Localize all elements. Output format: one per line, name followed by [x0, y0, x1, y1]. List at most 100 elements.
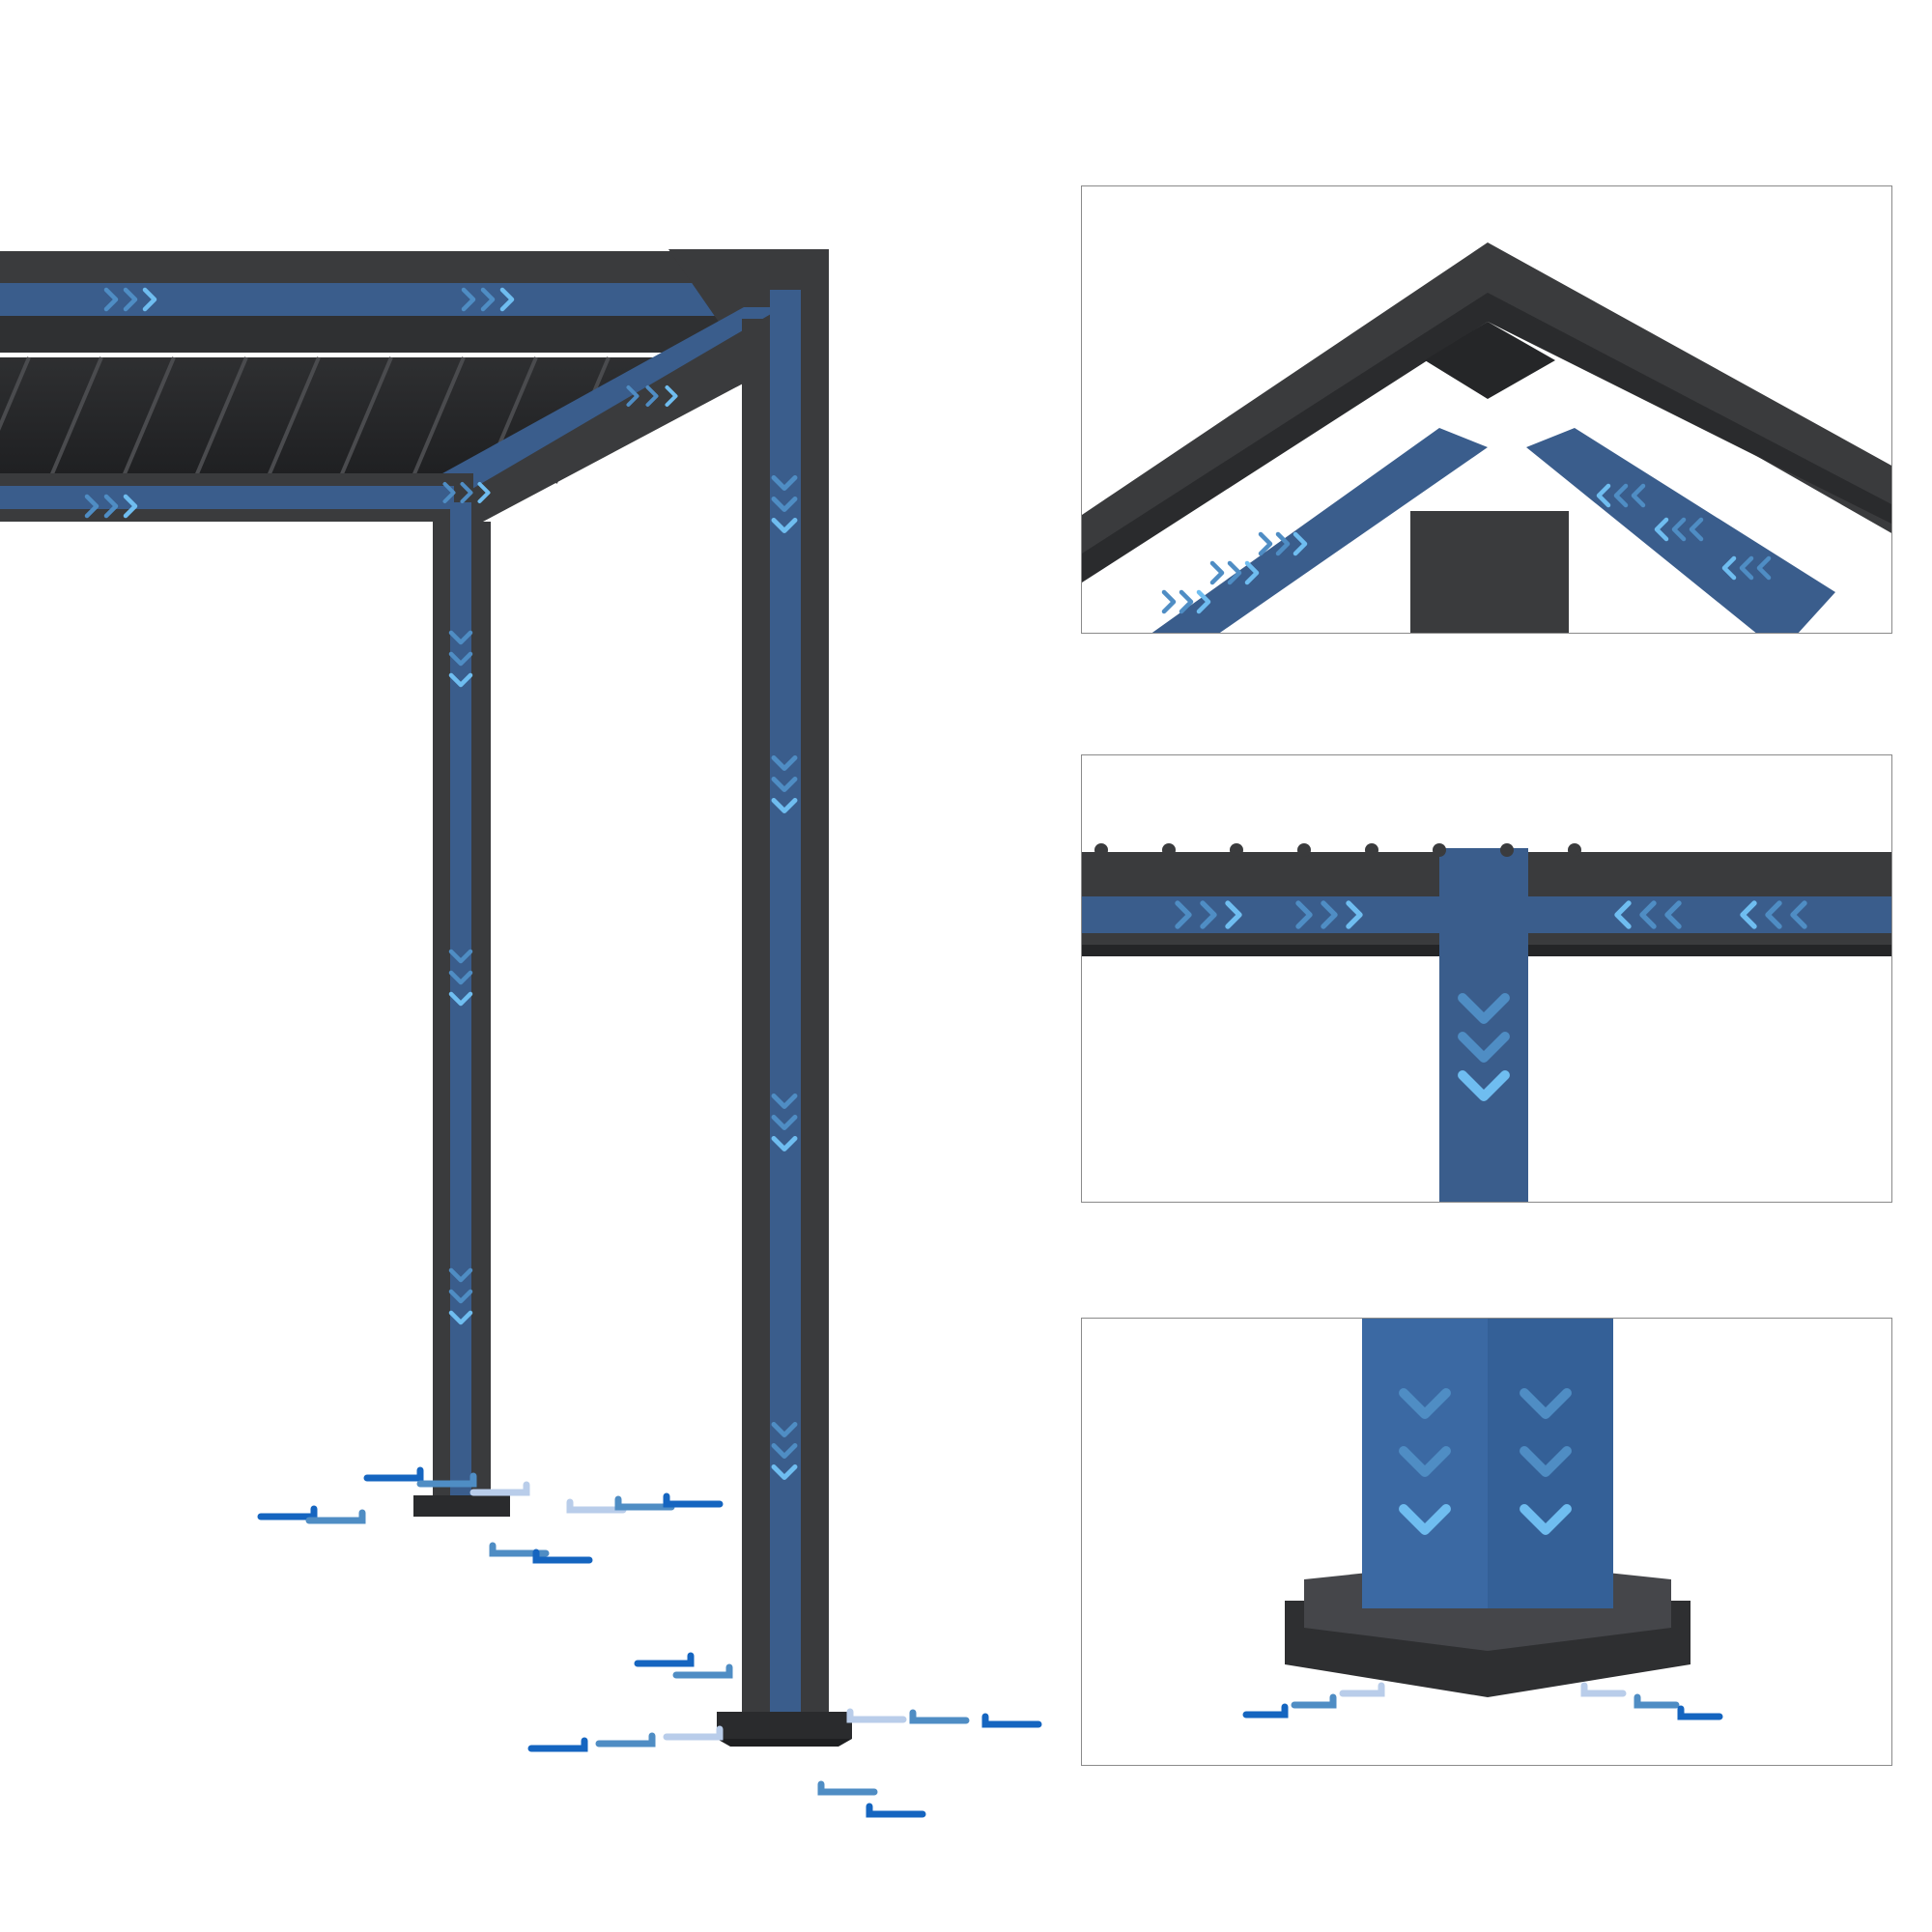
chevron-right-icon	[1161, 589, 1177, 614]
chevron-right-icon	[84, 494, 99, 519]
chevron-right-icon	[1275, 531, 1291, 556]
drain-outflow-icon	[866, 1803, 926, 1818]
chevron-left-icon	[1654, 517, 1669, 542]
chevron-down-icon	[771, 798, 798, 813]
chevron-right-icon	[123, 287, 138, 312]
chevron-right-icon	[442, 481, 456, 504]
chevron-right-icon	[103, 494, 119, 519]
flow-arrows-post	[1399, 1388, 1572, 1535]
side-beam	[425, 307, 792, 522]
drain-outflow-icon	[663, 1492, 724, 1508]
chevron-down-icon	[771, 1464, 798, 1480]
chevron-down-icon	[448, 991, 473, 1007]
drain-outflow-icon	[846, 1708, 907, 1723]
chevron-right-icon	[1258, 531, 1273, 556]
chevron-left-icon	[1664, 900, 1682, 929]
drain-outflow-icon	[1580, 1682, 1627, 1697]
flow-arrows-main	[84, 287, 798, 1480]
drain-outflow-icon	[909, 1709, 970, 1724]
chevron-right-icon	[1179, 589, 1194, 614]
chevron-down-icon	[771, 1094, 798, 1109]
beam-post-detail-panel	[1081, 754, 1892, 1203]
chevron-down-icon	[448, 1267, 473, 1283]
corner-junction-illustration	[1082, 242, 1891, 633]
chevron-down-icon	[1399, 1446, 1451, 1477]
left-gutter-channel	[1151, 428, 1488, 633]
right-gutter-channel	[1526, 428, 1835, 633]
chevron-left-icon	[1631, 483, 1646, 508]
chevron-right-icon	[665, 384, 678, 408]
drain-outflow-icon	[527, 1737, 588, 1752]
drain-outflow-icon	[257, 1505, 318, 1520]
drain-outflow-icon	[1291, 1693, 1337, 1709]
chevron-down-icon	[771, 1115, 798, 1130]
chevron-down-icon	[771, 1443, 798, 1459]
chevron-left-icon	[1689, 517, 1704, 542]
post-base-illustration	[1242, 1319, 1723, 1720]
drain-outflow-icon	[489, 1542, 550, 1557]
chevron-down-icon	[1458, 993, 1510, 1024]
chevron-down-icon	[1520, 1446, 1572, 1477]
chevron-left-icon	[1639, 900, 1657, 929]
chevron-right-icon	[1209, 560, 1225, 585]
chevron-left-icon	[1740, 900, 1757, 929]
post-face-left	[1362, 1319, 1488, 1608]
corner-detail-panel	[1081, 185, 1892, 634]
post-base-detail-panel	[1081, 1318, 1892, 1766]
back-post	[413, 502, 510, 1517]
chevron-down-icon	[771, 755, 798, 771]
chevron-left-icon	[1790, 900, 1807, 929]
chevron-right-icon	[1225, 900, 1242, 929]
drain-outflow-icon	[566, 1498, 627, 1514]
chevron-right-icon	[477, 481, 491, 504]
drain-outflow-icon	[1634, 1693, 1680, 1709]
drain-outflow-icon	[595, 1732, 656, 1747]
chevron-left-icon	[1614, 900, 1632, 929]
chevron-right-icon	[460, 481, 473, 504]
chevron-left-icon	[1671, 517, 1687, 542]
chevron-down-icon	[448, 949, 473, 964]
post-downpipe	[1439, 848, 1528, 1202]
chevron-right-icon	[1244, 560, 1260, 585]
chevron-down-icon	[1399, 1504, 1451, 1535]
chevron-left-icon	[1721, 555, 1737, 581]
chevron-right-icon	[1200, 900, 1217, 929]
chevron-down-icon	[771, 777, 798, 792]
chevron-right-icon	[1293, 531, 1308, 556]
drain-outflow-icon	[817, 1780, 878, 1796]
chevron-left-icon	[1739, 555, 1754, 581]
beam-post-illustration	[1082, 843, 1891, 1202]
chevron-right-icon	[461, 287, 476, 312]
pergola-frame-illustration	[0, 249, 1042, 1818]
chevron-down-icon	[448, 672, 473, 688]
drain-outflow-post	[1242, 1682, 1723, 1720]
corner-post-top	[1410, 511, 1569, 633]
flow-arrows-beam-post	[1175, 900, 1807, 1101]
chevron-right-icon	[1346, 900, 1363, 929]
chevron-down-icon	[1458, 1032, 1510, 1063]
chevron-right-icon	[1196, 589, 1211, 614]
drain-outflow-icon	[1339, 1682, 1385, 1697]
chevron-right-icon	[499, 287, 515, 312]
chevron-down-icon	[1458, 1070, 1510, 1101]
chevron-down-icon	[448, 630, 473, 645]
chevron-left-icon	[1596, 483, 1611, 508]
drain-outflow-icon	[981, 1713, 1042, 1728]
front-beam	[0, 473, 473, 522]
drain-outflow-icon	[305, 1509, 366, 1524]
chevron-down-icon	[771, 497, 798, 512]
chevron-down-icon	[771, 475, 798, 491]
drain-outflow-icon	[532, 1548, 593, 1564]
chevron-right-icon	[103, 287, 119, 312]
drain-outflow-icon	[469, 1481, 530, 1496]
chevron-down-icon	[448, 970, 473, 985]
chevron-down-icon	[771, 1422, 798, 1437]
chevron-left-icon	[1613, 483, 1629, 508]
flow-arrows-corner	[1161, 483, 1772, 614]
chevron-right-icon	[480, 287, 496, 312]
drain-outflow-icon	[634, 1652, 695, 1667]
drain-outflow-main	[257, 1466, 1042, 1818]
chevron-right-icon	[1295, 900, 1313, 929]
chevron-right-icon	[142, 287, 157, 312]
